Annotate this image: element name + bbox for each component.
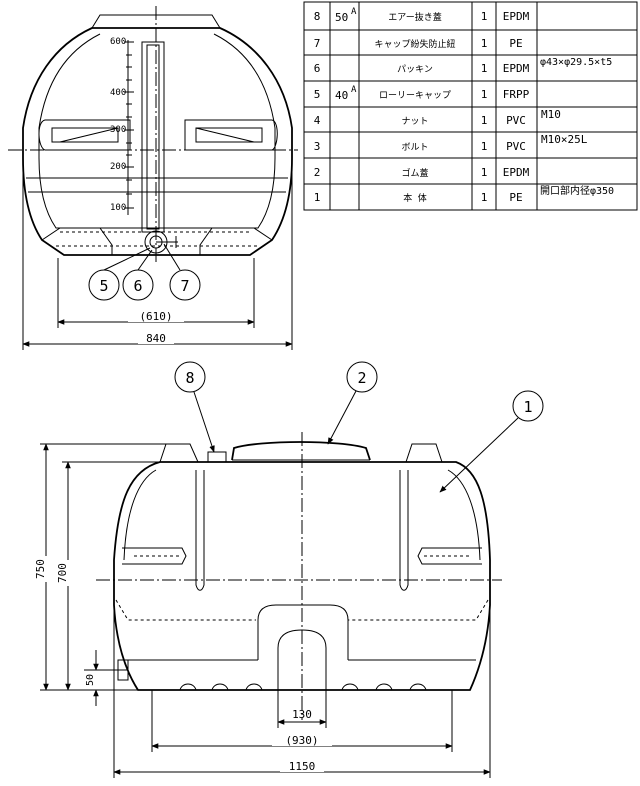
side-body-outline — [22, 27, 293, 256]
row7-material: PE — [509, 37, 522, 50]
bottom-slots — [179, 683, 427, 691]
scale-ticks — [124, 41, 134, 209]
row6-name: パッキン — [397, 64, 433, 75]
row1-no: 1 — [314, 191, 321, 204]
balloon-6-label: 6 — [133, 277, 142, 295]
row1-material: PE — [509, 191, 522, 204]
row2-no: 2 — [314, 166, 321, 179]
row8-size: 50 — [335, 11, 348, 24]
row1-remarks: 開口部内径φ350 — [540, 184, 614, 197]
scale-label-200: 200 — [110, 162, 126, 172]
row6-no: 6 — [314, 62, 321, 75]
balloon-8 — [174, 361, 206, 393]
row2-material: EPDM — [503, 166, 530, 179]
dim-front-width: 1150 — [289, 760, 316, 773]
row3-name: ボルト — [401, 142, 428, 153]
row8-size-sup: A — [351, 7, 357, 17]
row8-qty: 1 — [481, 10, 488, 23]
parts-table: 8 50 A エアー抜き蓋 1 EPDM 7 キャップ紛失防止紐 1 PE 6 … — [303, 1, 638, 211]
row2-qty: 1 — [481, 166, 488, 179]
row3-qty: 1 — [481, 140, 488, 153]
balloon-7-label: 7 — [180, 277, 189, 295]
balloon-8-label: 8 — [185, 369, 194, 387]
row7-qty: 1 — [481, 37, 488, 50]
row6-qty: 1 — [481, 62, 488, 75]
dim-front-bottom: 50 — [85, 674, 96, 686]
row3-remarks: M10×25L — [541, 133, 588, 146]
balloon-6 — [122, 269, 154, 301]
front-body-outline — [113, 461, 491, 691]
row2-name: ゴム蓋 — [401, 167, 428, 179]
row8-name: エアー抜き蓋 — [388, 11, 441, 23]
row8-material: EPDM — [503, 10, 530, 23]
dim-side-inner: (610) — [139, 310, 172, 323]
balloon-7 — [169, 269, 201, 301]
row1-name: 本 体 — [403, 192, 426, 204]
row5-size: 40 — [335, 89, 348, 102]
side-view: 600 400 300 200 100 5 6 7 (610) 84 — [8, 6, 298, 350]
row4-no: 4 — [314, 114, 321, 127]
row6-material: EPDM — [503, 62, 530, 75]
balloon-2 — [346, 361, 378, 393]
balloon-5-label: 5 — [99, 277, 108, 295]
row4-name: ナット — [401, 116, 428, 127]
row3-no: 3 — [314, 140, 321, 153]
dim-front-height-total: 750 — [34, 559, 47, 579]
row4-remarks: M10 — [541, 108, 561, 121]
row5-material: FRPP — [503, 88, 530, 101]
row8-no: 8 — [314, 10, 321, 23]
balloon-1 — [512, 390, 544, 422]
scale-label-100: 100 — [110, 203, 126, 213]
row7-no: 7 — [314, 37, 321, 50]
balloon-5 — [88, 269, 120, 301]
row3-material: PVC — [506, 140, 526, 153]
dim-front-height-body: 700 — [56, 563, 69, 583]
row5-size-sup: A — [351, 85, 357, 95]
row5-name: ローリーキャップ — [379, 90, 451, 101]
row6-remarks: φ43×φ29.5×t5 — [540, 57, 612, 68]
row5-qty: 1 — [481, 88, 488, 101]
row4-qty: 1 — [481, 114, 488, 127]
row5-no: 5 — [314, 88, 321, 101]
row7-name: キャップ紛失防止紐 — [374, 38, 455, 50]
front-lid — [231, 441, 371, 461]
dim-side-outer: 840 — [146, 332, 166, 345]
dim-front-outlet: 130 — [292, 708, 312, 721]
balloon-1-label: 1 — [523, 398, 532, 416]
front-view: 8 2 1 750 700 50 130 (930) — [34, 361, 544, 778]
balloon-2-label: 2 — [357, 369, 366, 387]
scale-label-300: 300 — [110, 125, 126, 135]
row4-material: PVC — [506, 114, 526, 127]
row1-qty: 1 — [481, 191, 488, 204]
dim-front-feet: (930) — [285, 734, 318, 747]
scale-label-400: 400 — [110, 88, 126, 98]
scale-label-600: 600 — [110, 37, 126, 47]
